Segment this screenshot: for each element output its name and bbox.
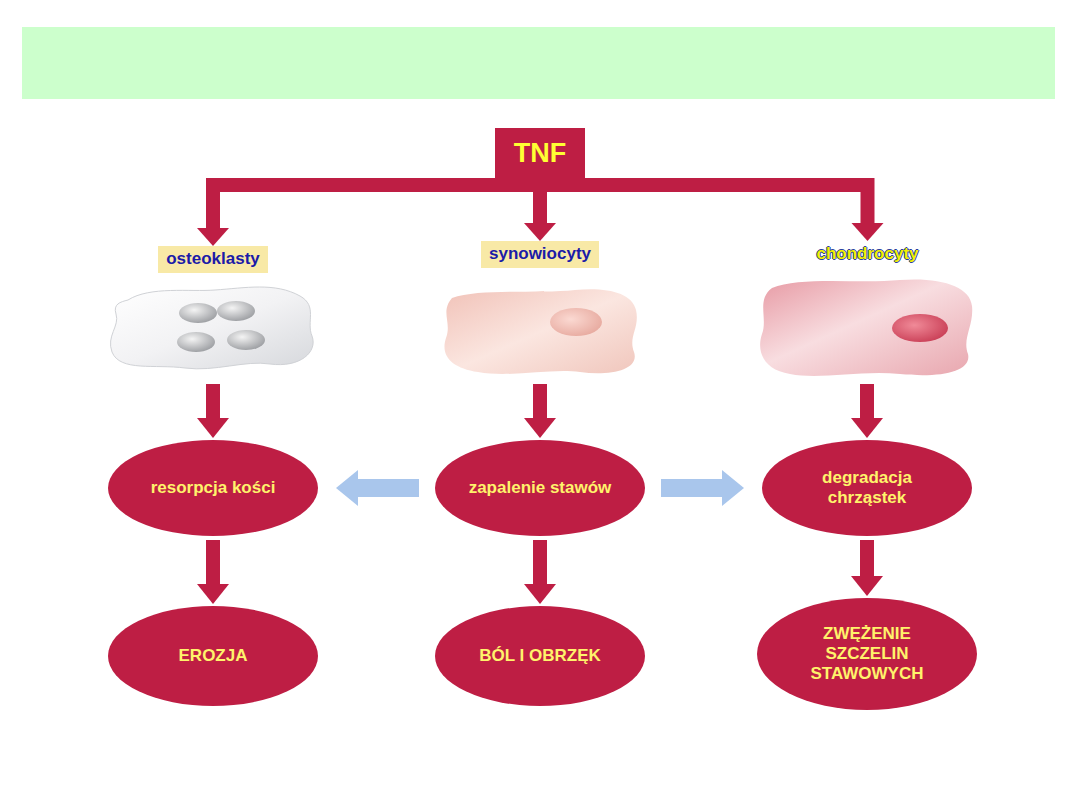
arrow-shaft (213, 178, 540, 229)
process-text: EROZJA (179, 646, 248, 666)
cell-name: chondrocyty (808, 241, 926, 268)
arrow-shaft (206, 540, 220, 585)
cell-label: synowiocyty (435, 241, 645, 380)
effect-ellipse: EROZJA (108, 606, 318, 706)
process-ellipse: degradacja chrząstek (762, 440, 972, 536)
flow-arrow (336, 470, 419, 506)
arrow-head (851, 576, 883, 596)
arrow-shaft (860, 540, 874, 577)
ellipse-fill (762, 440, 972, 536)
arrow-head (197, 228, 229, 246)
cell-label: chondrocyty (760, 241, 975, 380)
cytokine-box: TNF (495, 128, 585, 178)
arrow-shaft (533, 540, 547, 585)
process-text: zapalenie stawów (469, 478, 612, 498)
arrow-shaft (540, 178, 868, 224)
flow-arrow (851, 384, 883, 438)
arrow-head (197, 584, 229, 604)
chondrocyte-cell (760, 279, 972, 376)
arrow-shaft (357, 479, 419, 497)
ellipse-fill (108, 440, 318, 536)
flow-arrow (661, 470, 744, 506)
process-text: degradacja chrząstek (802, 468, 932, 508)
flow-arrow (524, 384, 556, 438)
process-text: resorpcja kości (151, 478, 276, 498)
arrow-head (722, 470, 744, 506)
process-text: ZWĘŻENIE SZCZELIN STAWOWYCH (797, 624, 937, 684)
arrow-head (197, 418, 229, 438)
cell-label: osteoklasty (108, 246, 318, 380)
osteoclast-cell (110, 287, 313, 369)
ellipse-fill (108, 606, 318, 706)
arrow-shaft (533, 384, 547, 419)
flow-arrow (197, 540, 229, 604)
effect-ellipse: BÓL I OBRZĘK (435, 606, 645, 706)
ellipse-fill (435, 440, 645, 536)
process-text: BÓL I OBRZĘK (479, 646, 601, 666)
flow-arrow (524, 540, 556, 604)
arrow-head (524, 223, 556, 241)
flow-arrow (197, 384, 229, 438)
effect-ellipse: ZWĘŻENIE SZCZELIN STAWOWYCH (757, 598, 977, 710)
process-ellipse: resorpcja kości (108, 440, 318, 536)
flow-arrow (540, 178, 884, 241)
cell-name: osteoklasty (158, 246, 268, 273)
synoviocyte-cell (444, 289, 636, 374)
header-band (22, 27, 1055, 99)
arrow-head (852, 223, 884, 241)
ellipse-fill (757, 598, 977, 710)
flow-arrow (851, 540, 883, 596)
process-ellipse: zapalenie stawów (435, 440, 645, 536)
flow-arrow (197, 178, 540, 246)
arrow-head (851, 418, 883, 438)
ellipse-fill (435, 606, 645, 706)
cell-name: synowiocyty (481, 241, 599, 268)
arrow-head (336, 470, 358, 506)
arrow-head (524, 584, 556, 604)
arrow-shaft (206, 384, 220, 419)
cytokine-name: TNF (514, 138, 566, 169)
arrow-shaft (860, 384, 874, 419)
arrow-shaft (661, 479, 723, 497)
arrow-head (524, 418, 556, 438)
